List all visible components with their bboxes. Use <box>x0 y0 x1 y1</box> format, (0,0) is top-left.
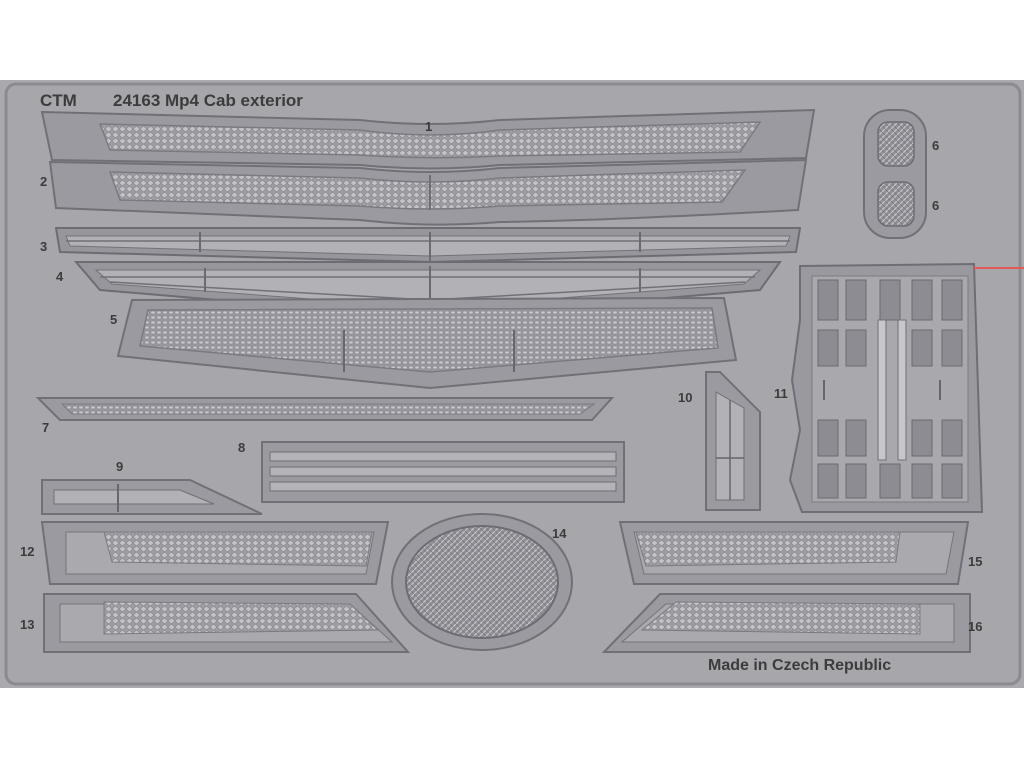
maker-label: CTM <box>40 91 77 110</box>
part-15-side-grille <box>618 521 970 585</box>
part-label-11: 11 <box>774 386 788 401</box>
part-4-slat-grille <box>73 261 782 320</box>
part-1-grille <box>40 108 816 170</box>
part-label-4: 4 <box>56 269 64 284</box>
part-label-9: 9 <box>116 459 123 474</box>
part-label-5: 5 <box>110 312 117 327</box>
part-label-16: 16 <box>968 619 982 634</box>
part-label-2: 2 <box>40 174 47 189</box>
part-label-3: 3 <box>40 239 47 254</box>
part-13-side-grille <box>43 593 411 653</box>
part-label-12: 12 <box>20 544 34 559</box>
part-label-13: 13 <box>20 617 34 632</box>
part-label-14: 14 <box>552 526 567 541</box>
part-12-side-grille <box>40 521 390 585</box>
part-8-bars <box>261 441 625 503</box>
part-6-vents <box>863 109 927 239</box>
part-label-7: 7 <box>42 420 49 435</box>
part-16-side-grille <box>601 593 971 653</box>
part-5-grille <box>116 296 738 390</box>
part-10-bracket <box>705 371 761 511</box>
part-11-step-panel <box>788 262 984 513</box>
part-label-1: 1 <box>425 119 432 134</box>
part-label-10: 10 <box>678 390 692 405</box>
part-label-15: 15 <box>968 554 982 569</box>
part-9-trim <box>41 479 263 515</box>
part-label-6a: 6 <box>932 138 939 153</box>
origin-label: Made in Czech Republic <box>708 657 891 674</box>
part-label-6b: 6 <box>932 198 939 213</box>
part-2-grille <box>48 158 808 226</box>
part-7-strip <box>35 397 615 421</box>
part-14-oval-grille <box>391 513 573 651</box>
sheet-title: 24163 Mp4 Cab exterior <box>113 91 303 110</box>
part-3-slat-grille <box>54 227 802 264</box>
part-label-8: 8 <box>238 440 245 455</box>
